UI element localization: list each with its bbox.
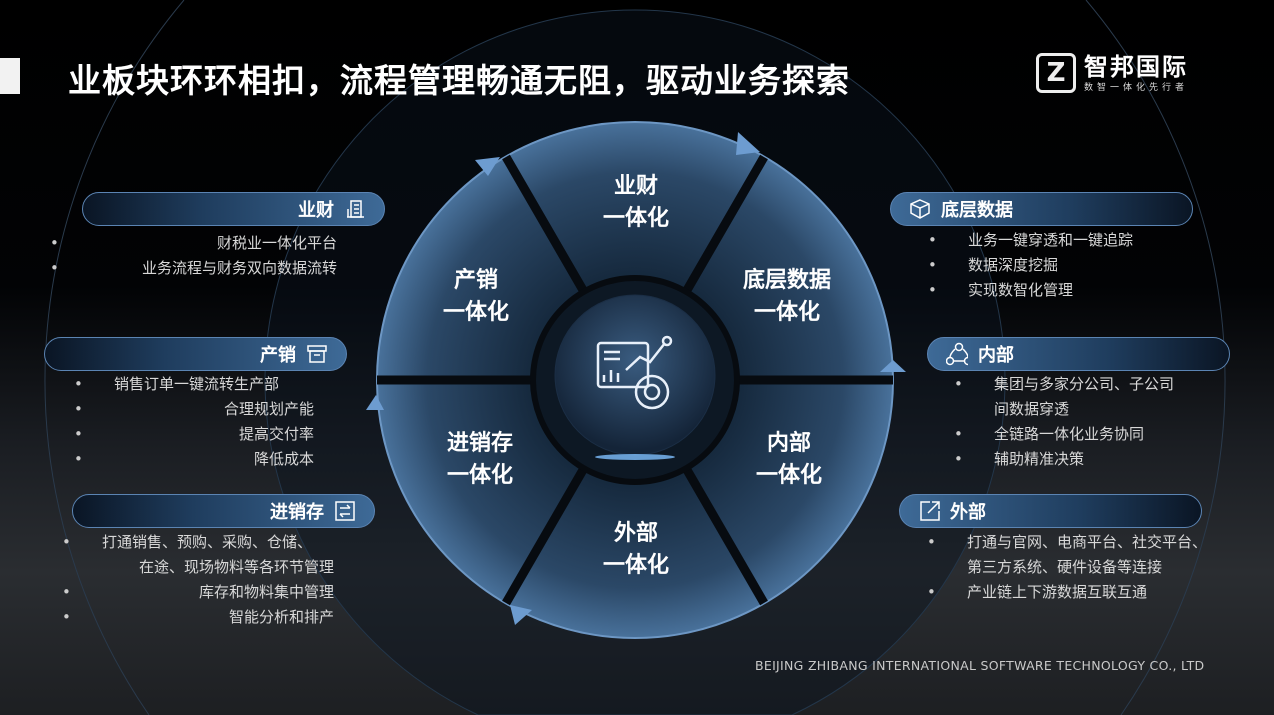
inventory-list: 打通销售、预购、采购、仓储、 在途、现场物料等各环节管理 库存和物料集中管理 智…	[62, 530, 334, 630]
segment-title: 进销存	[446, 431, 513, 456]
segment-internal[interactable]: 内部一体化	[729, 428, 849, 492]
segment-inventory[interactable]: 进销存一体化	[420, 428, 540, 492]
list-item-continued: 在途、现场物料等各环节管理	[138, 558, 334, 576]
exchange-icon	[334, 500, 356, 522]
arrow-icon	[366, 395, 384, 410]
cube-icon	[909, 198, 931, 220]
panel-header-production-sales[interactable]: 产销	[44, 337, 347, 371]
list-item: 合理规划产能	[74, 397, 314, 422]
list-item: 全链路一体化业务协同	[954, 422, 1174, 447]
logo-mark: Z	[1036, 53, 1076, 93]
core-circle	[554, 294, 716, 456]
segment-title: 底层数据	[742, 268, 831, 293]
panel-header-internal[interactable]: 内部	[927, 337, 1230, 371]
panel-title: 内部	[978, 345, 1014, 366]
page-title: 业板块环环相扣，流程管理畅通无阻，驱动业务探索	[68, 61, 850, 100]
panel-title: 进销存	[270, 502, 324, 523]
panel-header-finance[interactable]: 业财	[82, 192, 385, 226]
list-item: 库存和物料集中管理	[62, 580, 334, 605]
core-glow	[595, 454, 675, 460]
segment-subtitle: 一体化	[753, 300, 820, 325]
list-item: 提高交付率	[74, 422, 314, 447]
segment-subtitle: 一体化	[446, 463, 513, 488]
segment-base-data[interactable]: 底层数据一体化	[727, 265, 847, 329]
segment-subtitle: 一体化	[755, 463, 822, 488]
list-item: 智能分析和排产	[62, 605, 334, 630]
building-icon	[344, 198, 366, 220]
segment-production-sales[interactable]: 产销一体化	[416, 265, 536, 329]
segment-subtitle: 一体化	[602, 206, 669, 231]
list-item: 打通销售、预购、采购、仓储、	[62, 530, 334, 555]
list-item: 数据深度挖掘	[928, 253, 1133, 278]
list-item: 打通与官网、电商平台、社交平台、	[927, 530, 1207, 555]
logo-slogan: 数智一体化先行者	[1084, 82, 1189, 93]
footer-company: BEIJING ZHIBANG INTERNATIONAL SOFTWARE T…	[755, 658, 1205, 673]
panel-header-base-data[interactable]: 底层数据	[890, 192, 1193, 226]
box-icon	[306, 343, 328, 365]
arrow-icon	[510, 605, 532, 625]
segment-subtitle: 一体化	[442, 300, 509, 325]
arrow-icon	[880, 360, 906, 372]
panel-title: 底层数据	[941, 200, 1013, 221]
list-item-continued: 第三方系统、硬件设备等连接	[967, 558, 1163, 576]
segment-title: 内部	[766, 431, 811, 456]
list-item: 业务流程与财务双向数据流转	[50, 256, 337, 281]
segment-subtitle: 一体化	[602, 553, 669, 578]
panel-header-external[interactable]: 外部	[899, 494, 1202, 528]
analytics-dashboard-icon	[596, 335, 673, 410]
segment-external[interactable]: 外部一体化	[576, 518, 696, 582]
production-sales-list: 销售订单一键流转生产部 合理规划产能 提高交付率 降低成本	[74, 372, 314, 472]
list-item: 产业链上下游数据互联互通	[927, 580, 1207, 605]
panel-title: 业财	[298, 200, 334, 221]
external-link-icon	[918, 500, 940, 522]
arrow-icon	[475, 157, 500, 176]
panel-title: 产销	[260, 345, 296, 366]
segment-finance[interactable]: 业财一体化	[576, 171, 696, 235]
internal-list: 集团与多家分公司、子公司 间数据穿透 全链路一体化业务协同 辅助精准决策	[954, 372, 1174, 472]
segment-title: 业财	[613, 174, 658, 199]
external-list: 打通与官网、电商平台、社交平台、 第三方系统、硬件设备等连接 产业链上下游数据互…	[927, 530, 1207, 605]
list-item: 降低成本	[74, 447, 314, 472]
arrow-icon	[736, 132, 760, 155]
segment-title: 外部	[613, 521, 658, 546]
segment-title: 产销	[453, 268, 498, 293]
list-item: 销售订单一键流转生产部	[74, 372, 314, 397]
panel-title: 外部	[950, 502, 986, 523]
base-data-list: 业务一键穿透和一键追踪 数据深度挖掘 实现数智化管理	[928, 228, 1133, 303]
flow-arrows	[366, 132, 906, 625]
list-item: 实现数智化管理	[928, 278, 1133, 303]
list-item: 集团与多家分公司、子公司	[954, 372, 1174, 397]
list-item: 辅助精准决策	[954, 447, 1174, 472]
panel-header-inventory[interactable]: 进销存	[72, 494, 375, 528]
finance-list: 财税业一体化平台 业务流程与财务双向数据流转	[50, 231, 337, 281]
list-item: 财税业一体化平台	[50, 231, 337, 256]
network-icon	[946, 342, 968, 366]
logo-name: 智邦国际	[1084, 52, 1188, 81]
list-item-continued: 间数据穿透	[994, 400, 1070, 418]
list-item: 业务一键穿透和一键追踪	[928, 228, 1133, 253]
company-logo: Z 智邦国际 数智一体化先行者	[1036, 53, 1188, 93]
title-accent	[0, 58, 20, 94]
